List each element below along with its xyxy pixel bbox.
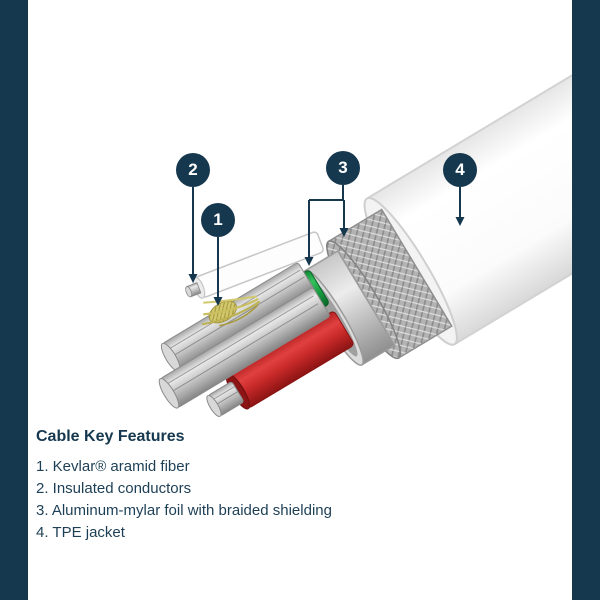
callout-4-tpe-jacket: 4 [443, 153, 477, 187]
stranded-conductor-bundle-upper [160, 262, 314, 372]
right-brand-bar [572, 0, 600, 600]
arrowhead [213, 297, 223, 306]
arrowhead [455, 217, 465, 226]
callout-3-leader [304, 185, 349, 266]
arrowhead [304, 257, 314, 266]
arrowhead [339, 228, 349, 237]
feature-item-kevlar: 1. Kevlar® aramid fiber [36, 458, 190, 475]
callout-1-leader [213, 237, 223, 306]
small-insulated-conductor [185, 231, 324, 299]
left-brand-bar [0, 0, 28, 600]
callout-1-kevlar-aramid-fiber: 1 [201, 203, 235, 237]
stranded-conductor-bundle-lower [158, 287, 330, 409]
callout-3-foil-braided-shielding: 3 [326, 151, 360, 185]
callout-2-leader [188, 187, 198, 283]
feature-item-foil-shielding: 3. Aluminum-mylar foil with braided shie… [36, 502, 332, 519]
cable-assembly [158, 0, 600, 417]
key-features-section: Cable Key Features 1. Kevlar® aramid fib… [36, 428, 332, 547]
callout-4-leader [455, 187, 465, 226]
feature-item-insulated-conductors: 2. Insulated conductors [36, 480, 192, 497]
arrowhead [188, 274, 198, 283]
callout-2-insulated-conductors: 2 [176, 153, 210, 187]
key-features-title: Cable Key Features [36, 428, 185, 445]
feature-item-tpe-jacket: 4. TPE jacket [36, 524, 125, 541]
kevlar-aramid-fiber [202, 295, 261, 327]
callout-leader-lines [188, 185, 465, 306]
